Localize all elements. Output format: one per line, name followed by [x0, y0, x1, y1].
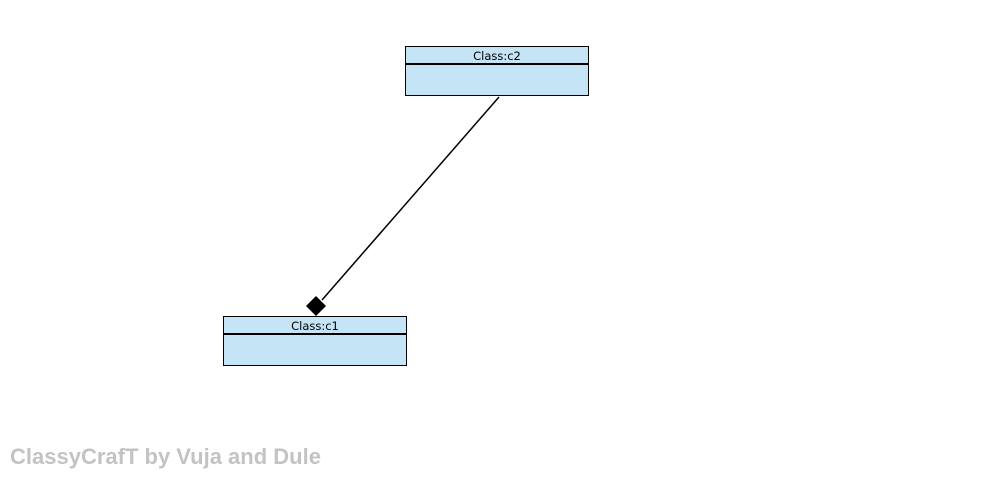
class-body-c2	[406, 65, 588, 95]
class-box-c1[interactable]: Class:c1	[223, 316, 407, 366]
watermark-text: ClassyCrafT by Vuja and Dule	[10, 444, 321, 469]
class-body-c1	[224, 335, 406, 365]
class-box-c2[interactable]: Class:c2	[405, 46, 589, 96]
class-name-c1: Class:c1	[224, 317, 406, 335]
composition-line[interactable]	[321, 96, 500, 301]
composition-diamond-icon	[306, 296, 326, 316]
class-name-c2: Class:c2	[406, 47, 588, 65]
